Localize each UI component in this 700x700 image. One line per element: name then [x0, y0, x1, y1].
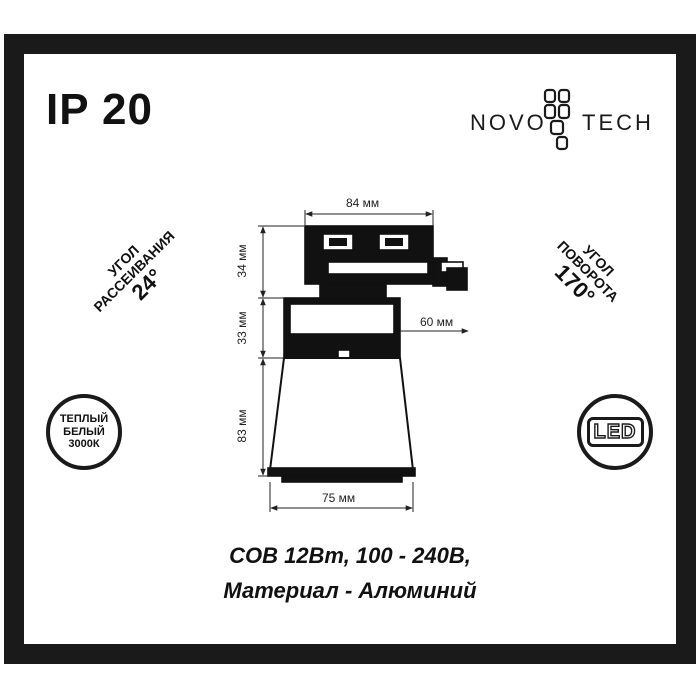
lamp-shade [268, 357, 415, 471]
novotech-logo-icon [543, 88, 571, 151]
ip-rating: IP 20 [46, 85, 153, 134]
brand-name-part1: NOVO [470, 110, 547, 135]
led-badge: LED [577, 394, 653, 470]
dim-width-top: 84 мм [346, 196, 380, 210]
color-temperature-badge: ТЕПЛЫЙ БЕЛЫЙ 3000К [46, 394, 122, 470]
dim-height-shade: 83 мм [235, 409, 249, 443]
brand-name-part2: TECH [582, 110, 654, 135]
dim-width-middle: 60 мм [420, 315, 454, 329]
color-temp-line3: 3000К [68, 438, 100, 451]
spec-power: СОВ 12Вт, 100 - 240В, [229, 543, 471, 568]
dim-height-middle: 33 мм [235, 311, 249, 345]
color-temp-line1: ТЕПЛЫЙ [59, 413, 109, 426]
led-badge-text: LED [586, 417, 644, 447]
dim-width-bottom: 75 мм [322, 491, 356, 505]
lamp-drawing [267, 225, 468, 483]
dimension-lines [258, 210, 469, 512]
spec-material: Материал - Алюминий [223, 578, 477, 603]
dim-height-adapter: 34 мм [235, 244, 249, 278]
color-temp-line2: БЕЛЫЙ [63, 425, 105, 438]
